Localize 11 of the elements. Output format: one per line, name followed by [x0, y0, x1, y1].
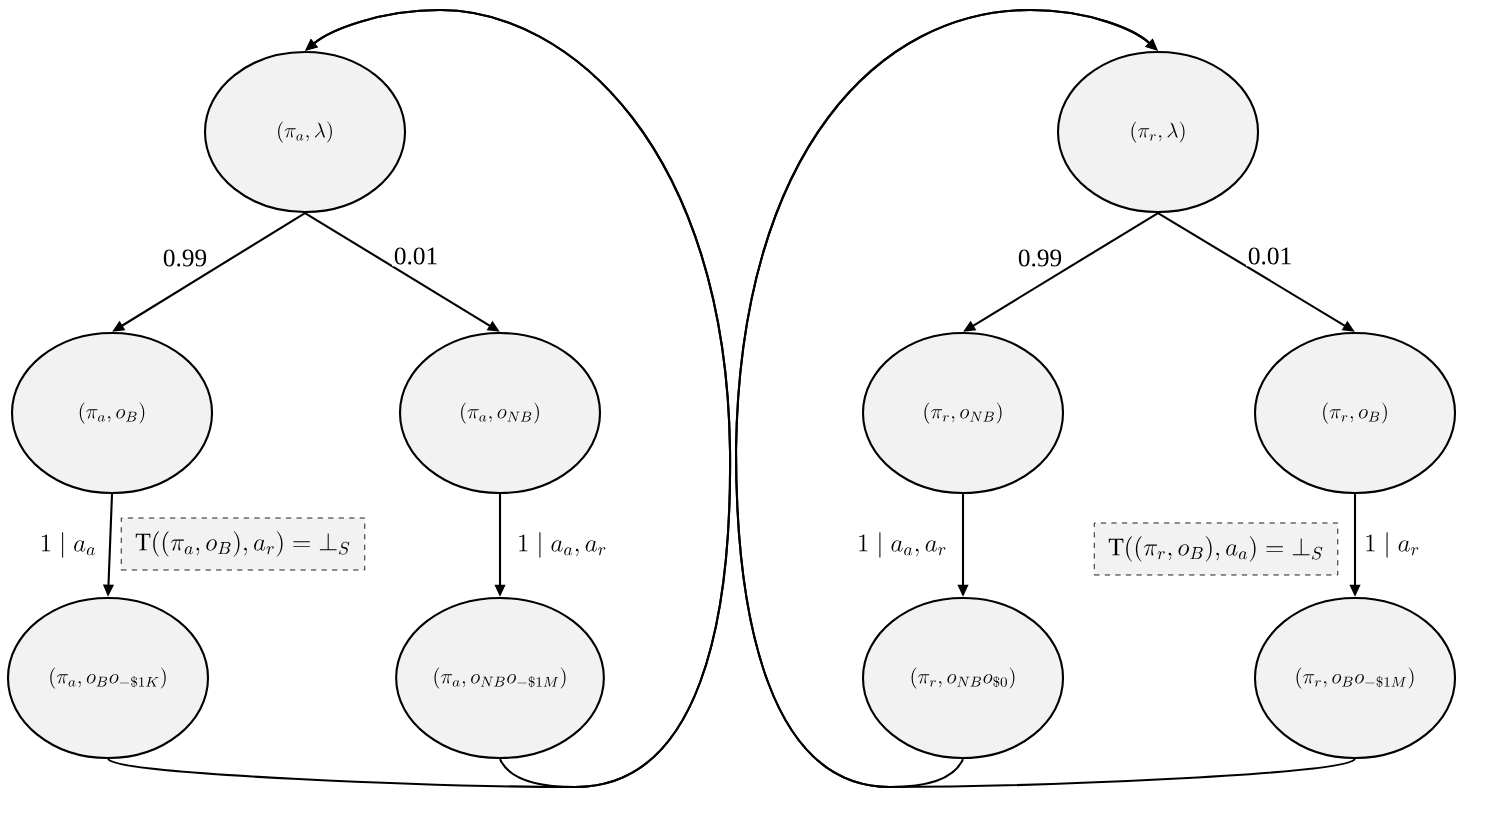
- note-box: $\mathrm{T}((\pi_a, o_B), a_r) = \bot_S$: [120, 517, 366, 571]
- edge-label: $1 \mid a_a$: [37, 530, 99, 560]
- edge-label: 0.01: [1246, 245, 1294, 267]
- edge-label: 0.01: [392, 245, 440, 267]
- edge-label: 0.99: [1016, 247, 1064, 269]
- edge-label: $1 \mid a_r$: [1362, 530, 1422, 560]
- note-box: $\mathrm{T}((\pi_r, o_B), a_a) = \bot_S$: [1093, 522, 1339, 576]
- edge-label: 0.99: [161, 247, 209, 269]
- edge-label: $1 \mid a_a, a_r$: [515, 530, 609, 560]
- arrow: [734, 8, 1356, 789]
- edge-label: $1 \mid a_a, a_r$: [855, 530, 949, 560]
